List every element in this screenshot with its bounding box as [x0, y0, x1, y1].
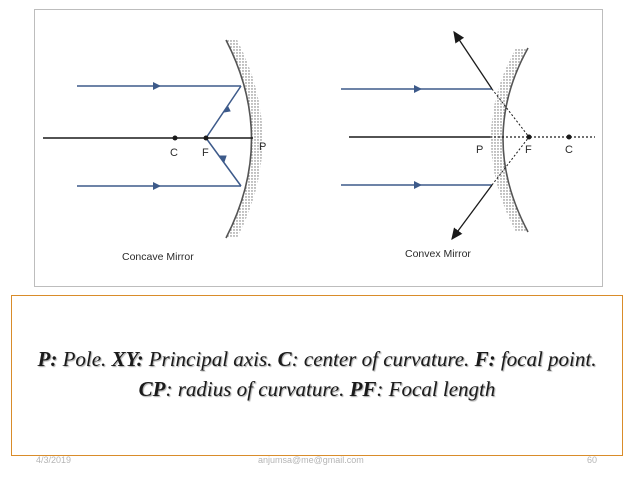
legend-term-pole: P:	[37, 347, 58, 371]
legend-desc-axis: Principal axis.	[143, 347, 278, 371]
convex-reflected-ray-top	[453, 30, 493, 90]
legend-desc-focal-length: : Focal length	[376, 377, 496, 401]
legend-term-center: C	[277, 347, 292, 371]
convex-label-c: C	[565, 144, 573, 156]
convex-mirror-diagram: P F C Convex Mirror	[341, 30, 595, 260]
concave-mirror-back	[226, 40, 263, 238]
convex-label-p: P	[476, 144, 483, 156]
legend-box: P: Pole. XY: Principal axis. C: center o…	[11, 295, 623, 456]
convex-ray-arrow-top	[414, 85, 422, 93]
legend-term-focal-length: PF	[349, 377, 377, 401]
concave-label-f: F	[202, 147, 209, 159]
convex-point-c	[566, 134, 572, 140]
convex-mirror-surface	[502, 47, 529, 233]
concave-mirror-diagram: C F P Concave Mirror	[43, 39, 266, 263]
concave-caption: Concave Mirror	[122, 251, 194, 263]
mirror-diagram-figure: C F P Concave Mirror	[34, 9, 603, 287]
legend-desc-radius: : radius of curvature.	[165, 377, 350, 401]
mirror-diagram-svg: C F P Concave Mirror	[43, 30, 595, 263]
convex-caption: Convex Mirror	[405, 248, 471, 260]
concave-ray-arrow-bottom	[153, 182, 161, 190]
legend-desc-pole: Pole.	[57, 347, 112, 371]
convex-mirror-back	[491, 48, 528, 232]
concave-point-f	[203, 135, 209, 141]
concave-reflect-arrow-bottom	[219, 155, 227, 164]
legend-desc-center: : center of curvature.	[291, 347, 475, 371]
legend-term-focal: F:	[474, 347, 496, 371]
legend-term-axis: XY:	[111, 347, 144, 371]
legend-text: P: Pole. XY: Principal axis. C: center o…	[18, 344, 616, 404]
legend-desc-focal: focal point.	[495, 347, 597, 371]
concave-label-p: P	[259, 141, 266, 153]
convex-label-f: F	[525, 144, 532, 156]
footer-page-number: 60	[587, 455, 598, 465]
convex-point-f	[526, 134, 532, 140]
convex-reflected-ray-bottom	[451, 184, 493, 241]
footer-date: 4/3/2019	[36, 455, 72, 465]
concave-reflect-arrow-top	[222, 106, 231, 113]
concave-mirror-surface	[225, 39, 253, 239]
footer-email: anjumsa@me@gmail.com	[258, 455, 364, 465]
concave-point-c	[172, 135, 178, 141]
concave-label-c: C	[170, 147, 178, 159]
concave-ray-arrow-top	[153, 82, 161, 90]
legend-term-radius: CP	[138, 377, 166, 401]
convex-ray-arrow-bottom	[414, 181, 422, 189]
